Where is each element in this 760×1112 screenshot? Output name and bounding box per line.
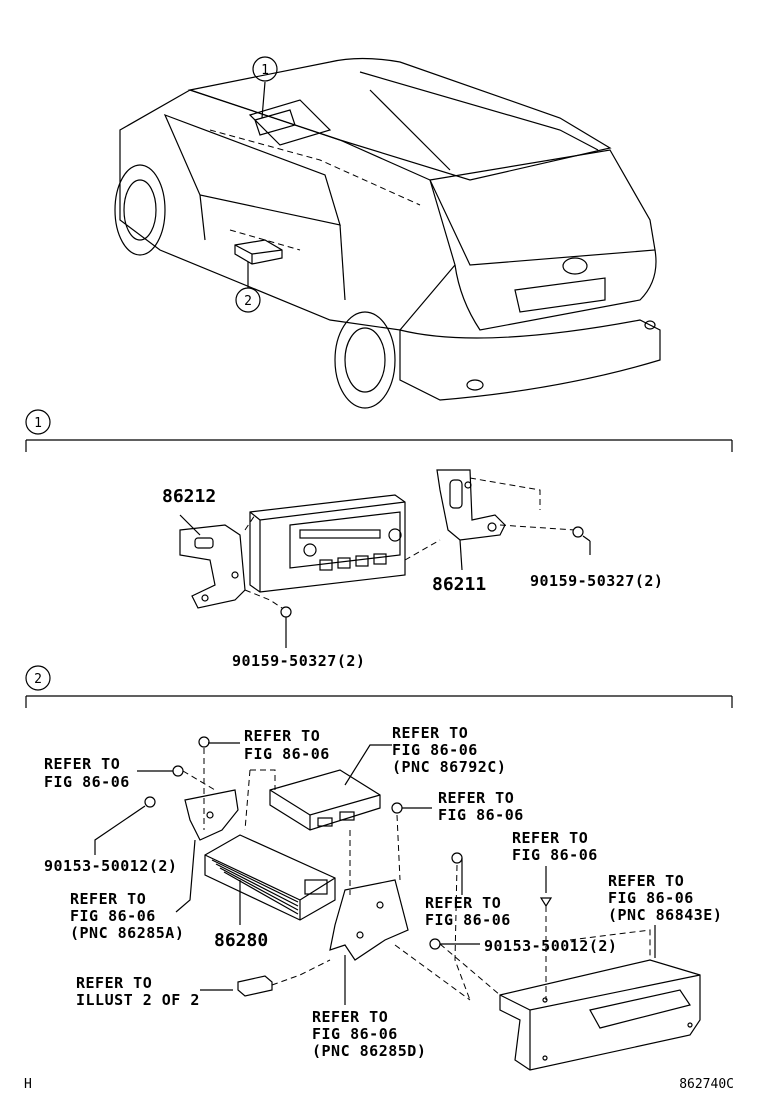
refer-illust-line2: ILLUST 2 OF 2 (76, 991, 200, 1009)
refer-pnc-d-line1: REFER TO (312, 1008, 388, 1026)
refer-pnc-a-line3: (PNC 86285A) (70, 924, 184, 942)
bracket-left (184, 789, 239, 841)
footer-left: H (24, 1077, 32, 1092)
label-86280: 86280 (214, 930, 268, 951)
refer-pnc-d-line2: FIG 86-06 (312, 1025, 398, 1043)
bolt-mid-icon (391, 802, 403, 814)
refer-pnc-c-line1: REFER TO (392, 724, 468, 742)
control-module (269, 769, 381, 831)
refer-right-top-line2: FIG 86-06 (512, 846, 598, 864)
refer-center-line2: FIG 86-06 (425, 911, 511, 929)
refer-left-line2: FIG 86-06 (44, 773, 130, 791)
refer-pnc-a-line2: FIG 86-06 (70, 907, 156, 925)
amplifier-86280 (204, 834, 336, 921)
svg-text:2: 2 (244, 294, 252, 309)
bolt-left2-icon (144, 796, 156, 808)
callout-2: 2 (235, 287, 261, 313)
refer-mid-line2: FIG 86-06 (438, 806, 524, 824)
section-1: 1 (25, 409, 733, 670)
bolt-center-icon (429, 938, 441, 950)
radio-head-unit (249, 494, 406, 593)
refer-top-line1: REFER TO (244, 727, 320, 745)
bolt-top-icon (198, 736, 210, 748)
label-bolt-left: 90153-50012(2) (44, 857, 177, 875)
refer-pnc-d-line3: (PNC 86285D) (312, 1042, 426, 1060)
label-bolt-bottom: 90159-50327(2) (232, 652, 365, 670)
label-86211: 86211 (432, 574, 486, 595)
section-2: 2 (25, 665, 733, 1071)
callout-1: 1 (252, 56, 278, 82)
bolt-left1-icon (172, 765, 184, 777)
bolt-right-icon (451, 852, 463, 864)
clip-icon (539, 897, 553, 908)
bracket-86211 (436, 469, 506, 571)
refer-top-line2: FIG 86-06 (244, 745, 330, 763)
refer-pnc-a-line1: REFER TO (70, 890, 146, 908)
label-bolt-right: 90159-50327(2) (530, 572, 663, 590)
refer-pnc-e-line1: REFER TO (608, 872, 684, 890)
refer-pnc-e-line2: FIG 86-06 (608, 889, 694, 907)
refer-pnc-c-line2: FIG 86-06 (392, 741, 478, 759)
vehicle-illustration (114, 57, 661, 409)
svg-text:1: 1 (261, 63, 269, 78)
section-2-marker: 2 (34, 672, 42, 687)
refer-pnc-c-line3: (PNC 86792C) (392, 758, 506, 776)
refer-pnc-e-line3: (PNC 86843E) (608, 906, 722, 924)
refer-right-top-line1: REFER TO (512, 829, 588, 847)
bolt-right-icon (572, 526, 591, 555)
bolt-bottom-icon (280, 606, 292, 648)
refer-illust-line1: REFER TO (76, 974, 152, 992)
refer-mid-line1: REFER TO (438, 789, 514, 807)
refer-center-line1: REFER TO (425, 894, 501, 912)
bracket-86212 (179, 514, 246, 609)
trim-cover (499, 959, 701, 1071)
refer-left-line1: REFER TO (44, 755, 120, 773)
label-bolt-center: 90153-50012(2) (484, 937, 617, 955)
figure-code: 862740C (679, 1077, 734, 1092)
bracket-center (329, 879, 409, 961)
section-1-marker: 1 (34, 416, 42, 431)
label-86212: 86212 (162, 486, 216, 507)
connector (237, 975, 273, 997)
